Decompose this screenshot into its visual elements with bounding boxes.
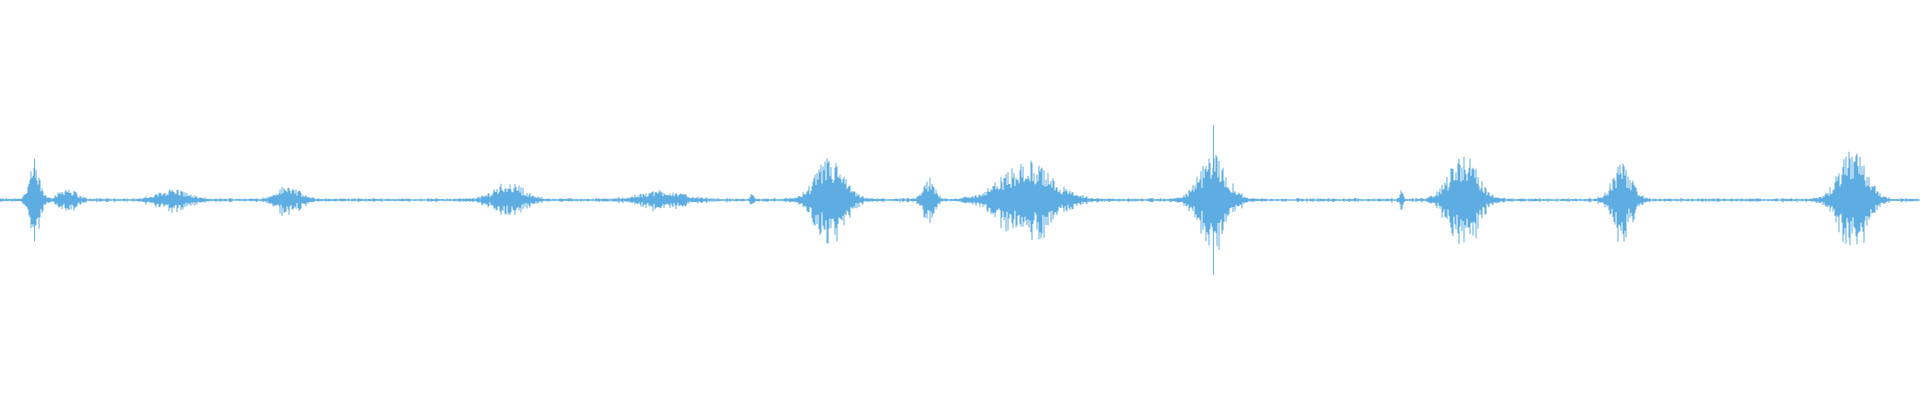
waveform-signal xyxy=(0,151,1920,250)
